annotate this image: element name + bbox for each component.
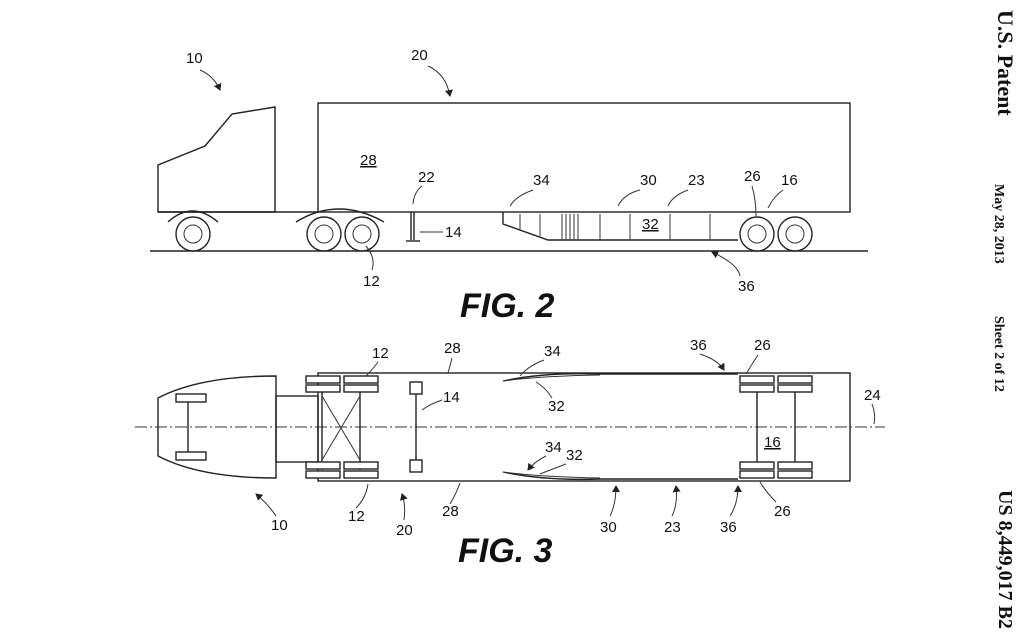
fig3-title: FIG. 3 — [458, 532, 553, 570]
ref-34: 34 — [533, 172, 550, 189]
trailer-wheel-front — [740, 217, 774, 251]
trailer-wheel-rear — [778, 217, 812, 251]
ref-14-top: 14 — [443, 389, 460, 406]
ref-20: 20 — [411, 47, 428, 64]
ref-32: 32 — [642, 216, 659, 233]
front-wheel — [176, 217, 210, 251]
ref-12: 12 — [363, 273, 380, 290]
ref-26-top: 26 — [754, 337, 771, 354]
ref-34-top: 34 — [544, 343, 561, 360]
ref-10: 10 — [186, 50, 203, 67]
side-skirt-fairing — [503, 212, 738, 240]
landing-gear — [406, 212, 420, 241]
fig2-side-view: 10 20 28 22 14 12 34 30 23 32 26 16 36 F… — [150, 47, 868, 325]
ref-32-lower: 32 — [566, 447, 583, 464]
ref-28-lower: 28 — [442, 503, 459, 520]
fig3-top-view: 12 28 34 32 36 26 14 24 16 34 32 12 28 1… — [135, 337, 885, 570]
ref-12-lower: 12 — [348, 508, 365, 525]
drive-wheel-front — [307, 217, 341, 251]
ref-20-top: 20 — [396, 522, 413, 539]
trailer-box — [318, 103, 850, 212]
drive-wheel-rear — [345, 217, 379, 251]
ref-36-top: 36 — [690, 337, 707, 354]
ref-14: 14 — [445, 224, 462, 241]
ref-16: 16 — [781, 172, 798, 189]
ref-26-lower: 26 — [774, 503, 791, 520]
ref-22: 22 — [418, 169, 435, 186]
ref-36-lower: 36 — [720, 519, 737, 536]
ref-23-top: 23 — [664, 519, 681, 536]
header-sheet: Sheet 2 of 12 — [990, 316, 1006, 392]
ref-10-top: 10 — [271, 517, 288, 534]
ref-23: 23 — [688, 172, 705, 189]
ref-16-top: 16 — [764, 434, 781, 451]
ref-36: 36 — [738, 278, 755, 295]
ref-24: 24 — [864, 387, 881, 404]
ref-30: 30 — [640, 172, 657, 189]
header-office: U.S. Patent — [992, 10, 1018, 116]
ref-30-top: 30 — [600, 519, 617, 536]
ref-34-lower: 34 — [545, 439, 562, 456]
header-date: May 28, 2013 — [990, 184, 1006, 264]
ref-32-top: 32 — [548, 398, 565, 415]
fig2-title: FIG. 2 — [460, 287, 555, 325]
tractor-cab — [158, 107, 275, 212]
ref-28-top: 28 — [444, 340, 461, 357]
ref-26: 26 — [744, 168, 761, 185]
ref-12-top: 12 — [372, 345, 389, 362]
header-patent-number: US 8,449,017 B2 — [993, 490, 1016, 629]
ref-28: 28 — [360, 152, 377, 169]
tractor-frame-top — [276, 396, 318, 462]
